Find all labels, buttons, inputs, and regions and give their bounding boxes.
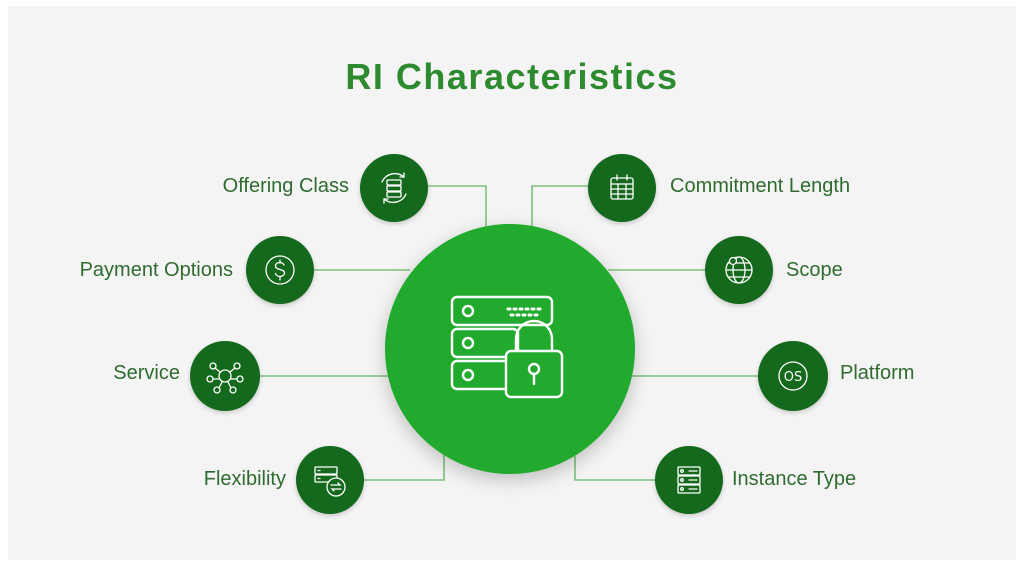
- label-scope: Scope: [786, 259, 843, 281]
- connector-offering-class: [428, 185, 487, 228]
- node-flexibility: [296, 446, 364, 514]
- label-commitment-length: Commitment Length: [670, 175, 851, 197]
- hub-circle: [385, 224, 635, 474]
- calendar-icon: [610, 174, 634, 200]
- node-payment-options: [246, 236, 314, 304]
- os-icon: OS: [778, 361, 808, 391]
- label-flexibility: Flexibility: [203, 468, 286, 490]
- node-instance-type: [655, 446, 723, 514]
- offering-class-icon: [381, 172, 407, 204]
- node-platform: OS: [758, 341, 828, 411]
- service-network-icon: [206, 362, 244, 394]
- globe-icon: [725, 256, 753, 284]
- node-commitment-length: [588, 154, 656, 222]
- node-service: [190, 341, 260, 411]
- svg-text:OS: OS: [784, 370, 802, 385]
- diagram-title: RI Characteristics: [345, 56, 679, 97]
- node-scope: [705, 236, 773, 304]
- connector-commitment-length: [531, 185, 588, 228]
- node-offering-class: [360, 154, 428, 222]
- label-service: Service: [113, 362, 180, 384]
- label-platform: Platform: [840, 362, 915, 384]
- connector-flexibility: [364, 455, 445, 481]
- server-rack-icon: [677, 466, 701, 494]
- server-lock-icon: [450, 295, 564, 399]
- connector-instance-type: [574, 456, 655, 481]
- flexibility-icon: [314, 466, 346, 497]
- label-offering-class: Offering Class: [222, 175, 349, 197]
- label-instance-type: Instance Type: [732, 468, 857, 490]
- label-payment-options: Payment Options: [79, 259, 233, 281]
- dollar-coin-icon: [265, 255, 295, 285]
